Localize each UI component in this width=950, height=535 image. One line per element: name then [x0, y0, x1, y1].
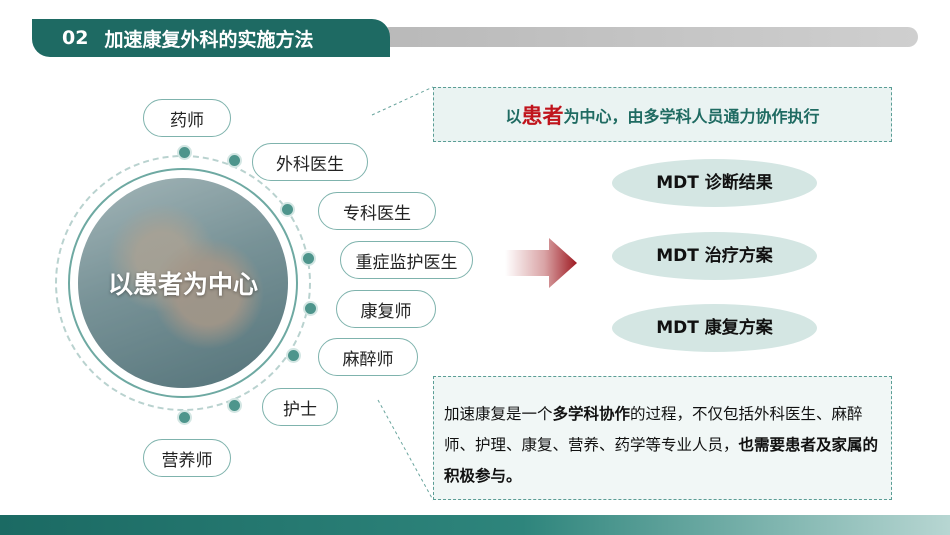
description-box: 加速康复是一个多学科协作的过程，不仅包括外科医生、麻醉师、护理、康复、营养、药学…	[433, 376, 892, 500]
footer-bar	[0, 515, 950, 535]
orbit-dot	[286, 348, 301, 363]
role-pill-nurse: 护士	[262, 388, 338, 426]
center-label: 以患者为中心	[107, 270, 258, 299]
role-pill-pharmacist: 药师	[143, 99, 231, 137]
statement-prefix: 以	[505, 106, 522, 126]
statement-highlight: 患者	[521, 103, 564, 128]
role-pill-specialist: 专科医生	[318, 192, 436, 230]
mdt-rehab: MDT 康复方案	[612, 304, 817, 352]
section-title: 加速康复外科的实施方法	[104, 28, 314, 51]
description-bold: 多学科协作	[552, 405, 631, 423]
orbit-dot	[303, 301, 318, 316]
role-pill-nutritionist: 营养师	[143, 439, 231, 477]
description-text: 的过程，不仅包括外科医生、麻醉师、护理、康复、营养、药学等专业人员，	[444, 405, 863, 454]
mdt-treatment: MDT 治疗方案	[612, 232, 817, 280]
role-pill-surgeon: 外科医生	[252, 143, 368, 181]
orbit-dot	[301, 251, 316, 266]
description-text: 加速康复是一个	[444, 405, 553, 423]
orbit-dot	[177, 410, 192, 425]
orbit-dot	[177, 145, 192, 160]
statement-suffix: 为中心，由多学科人员通力协作执行	[563, 106, 820, 126]
role-pill-rehab: 康复师	[336, 290, 436, 328]
orbit-dot	[227, 153, 242, 168]
header-bar	[380, 27, 918, 47]
role-pill-anesthetist: 麻醉师	[318, 338, 418, 376]
statement-box: 以 患者 为中心，由多学科人员通力协作执行	[433, 87, 892, 142]
arrow-right-icon	[505, 238, 577, 288]
orbit-dot	[227, 398, 242, 413]
description-bold: 也需要患者及家属的积极参与。	[444, 436, 879, 485]
role-pill-icu-doctor: 重症监护医生	[340, 241, 473, 279]
center-photo-circle: 以患者为中心	[78, 178, 288, 388]
section-number: 02	[62, 27, 89, 49]
mdt-diagnosis: MDT 诊断结果	[612, 159, 817, 207]
section-header: 02 加速康复外科的实施方法	[32, 19, 390, 57]
inner-ring	[68, 168, 298, 398]
orbit-dot	[280, 202, 295, 217]
